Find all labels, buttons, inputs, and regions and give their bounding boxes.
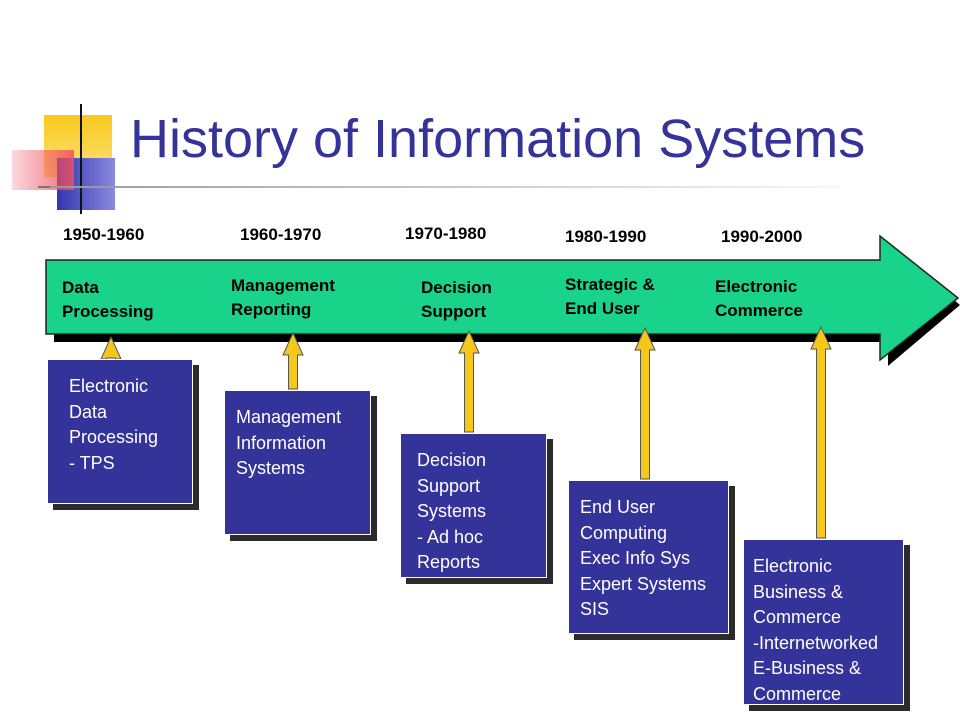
era-label-strategic-end-user: Strategic & End User: [565, 275, 655, 318]
system-box-electronic-business-commerce: Electronic Business & Commerce -Internet…: [743, 539, 904, 705]
pointer-arrow-1980-1990: [634, 326, 656, 480]
deco-vertical-line: [80, 104, 82, 214]
pointer-arrow-1990-2000: [810, 325, 832, 539]
year-label-1960-1970: 1960-1970: [240, 225, 322, 244]
year-label-1980-1990: 1980-1990: [565, 227, 647, 246]
timeline-arrow: [45, 234, 960, 362]
year-label-1950-1960: 1950-1960: [63, 225, 145, 244]
pointer-arrows: [100, 325, 832, 539]
system-box-management-information-systems: Management Information Systems: [224, 390, 371, 535]
era-label-data-processing: Data Processing: [62, 278, 154, 321]
system-box-electronic-data-processing: Electronic Data Processing - TPS: [47, 359, 193, 504]
era-label-decision-support: Decision Support: [421, 278, 492, 321]
page-title: History of Information Systems: [130, 109, 866, 169]
title-underline: [50, 186, 840, 188]
pointer-arrow-1960-1970: [282, 331, 304, 390]
year-label-1970-1980: 1970-1980: [405, 224, 487, 243]
deco-red-square: [12, 150, 74, 190]
era-label-electronic-commerce: Electronic Commerce: [715, 277, 803, 320]
system-box-end-user-computing: End User Computing Exec Info Sys Expert …: [568, 480, 729, 634]
era-label-management-reporting: Management Reporting: [231, 276, 335, 319]
year-label-1990-2000: 1990-2000: [721, 227, 803, 246]
system-box-decision-support-systems: Decision Support Systems - Ad hoc Report…: [400, 433, 547, 578]
pointer-arrow-1970-1980: [458, 329, 480, 433]
